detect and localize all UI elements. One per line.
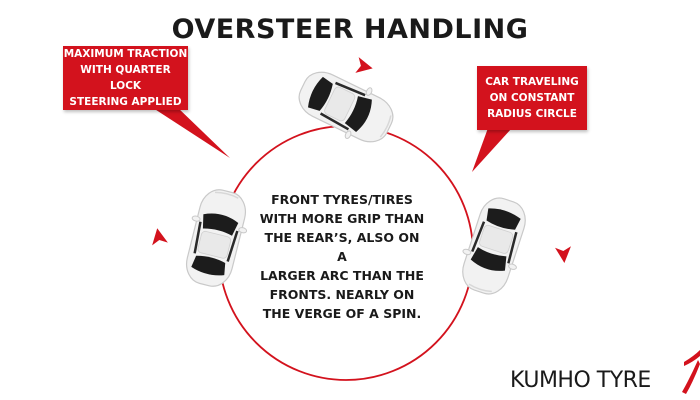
car-top-view-icon (289, 59, 403, 155)
car-top-view-icon (175, 183, 257, 293)
callout-right: CAR TRAVELING ON CONSTANT RADIUS CIRCLE (477, 66, 587, 130)
callout-left: MAXIMUM TRACTION WITH QUARTER LOCK STEER… (63, 46, 188, 110)
callout-left-pointer (150, 106, 230, 158)
callout-right-text: CAR TRAVELING ON CONSTANT RADIUS CIRCLE (485, 76, 579, 120)
brand-logo-text: KUMHO TYRE (510, 368, 651, 393)
direction-arrow-icon (355, 57, 375, 77)
direction-arrow-icon (149, 226, 168, 246)
center-description: FRONT TYRES/TIRES WITH MORE GRIP THAN TH… (259, 192, 425, 321)
page-title: OVERSTEER HANDLING (171, 14, 529, 45)
direction-arrow-icon (555, 246, 573, 264)
callout-right-pointer (472, 128, 512, 172)
kumho-swoosh-icon (684, 350, 700, 366)
callout-left-text: MAXIMUM TRACTION WITH QUARTER LOCK STEER… (63, 48, 188, 108)
kumho-swoosh-icon (682, 360, 700, 394)
